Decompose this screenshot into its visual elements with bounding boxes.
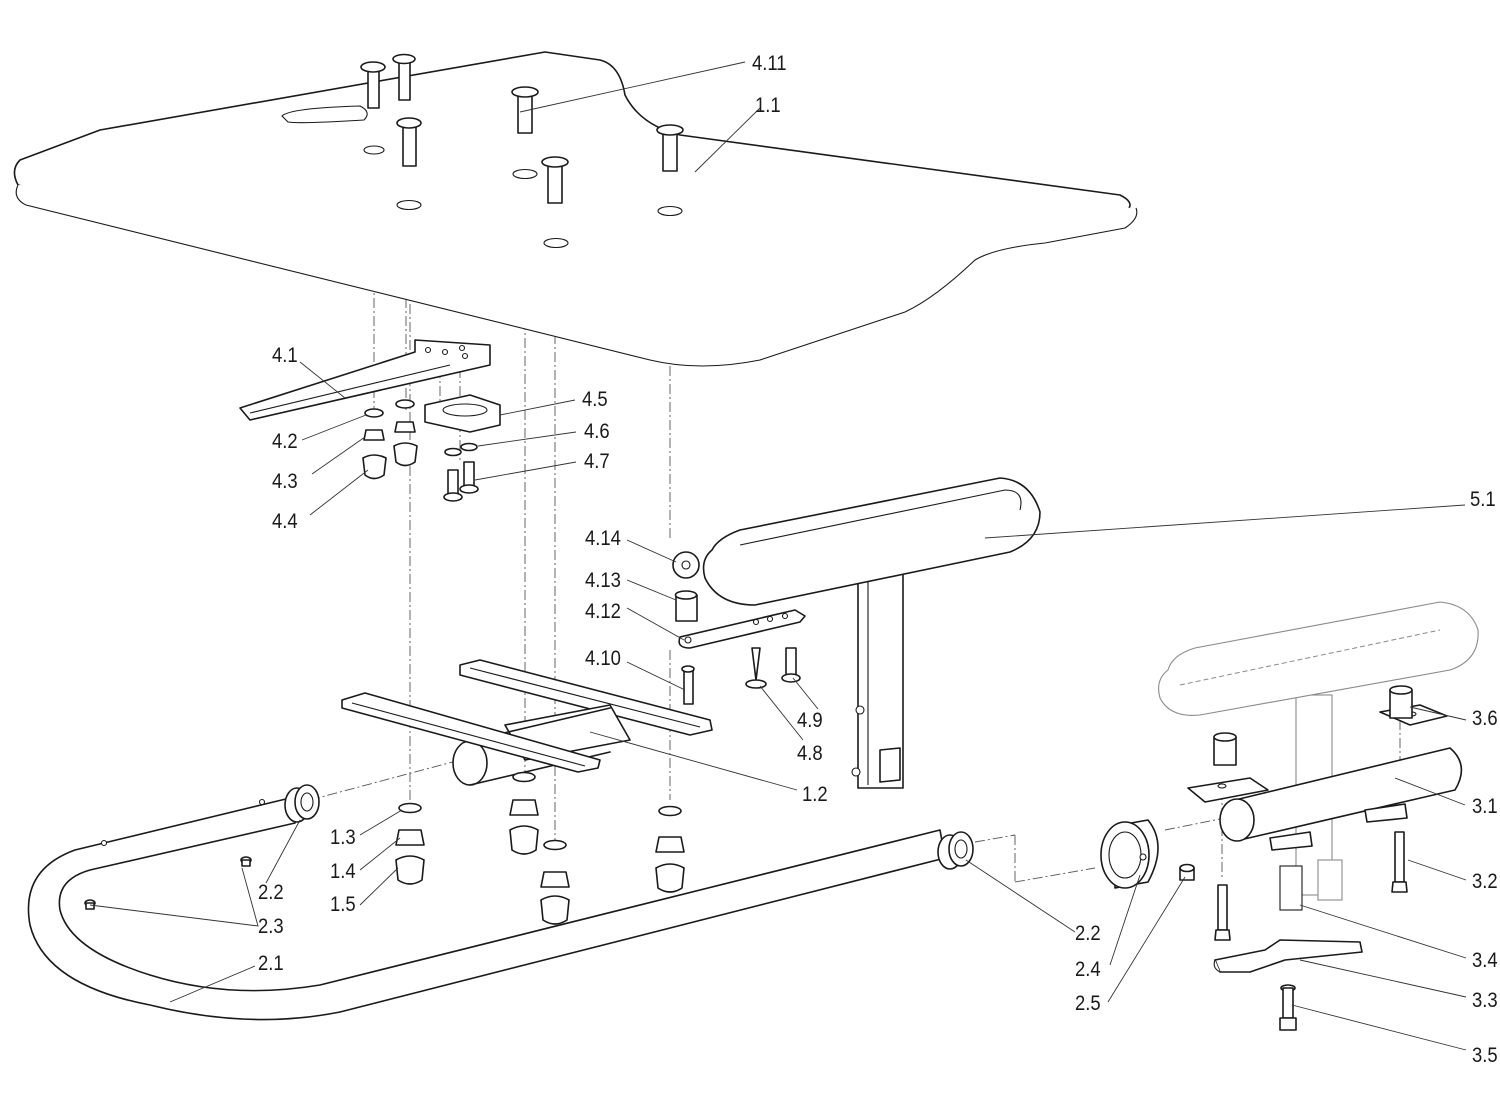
countersunk-screws-4-11 bbox=[360, 53, 684, 204]
callout-1-3: 1.3 bbox=[330, 826, 356, 849]
callout-4-4: 4.4 bbox=[272, 510, 298, 533]
callout-1-1: 1.1 bbox=[755, 94, 781, 117]
grub-screw-2-5 bbox=[1179, 863, 1195, 881]
callout-2-2-right: 2.2 bbox=[1075, 922, 1101, 945]
callout-4-11: 4.11 bbox=[752, 52, 787, 75]
lever-3-3 bbox=[1213, 939, 1363, 973]
callout-4-10: 4.10 bbox=[585, 647, 621, 670]
callout-4-2: 4.2 bbox=[272, 430, 298, 453]
spacers-3-6 bbox=[1213, 685, 1413, 766]
callout-1-5: 1.5 bbox=[330, 893, 356, 916]
screw-3-5 bbox=[1279, 984, 1297, 1031]
armrest-5-1 bbox=[702, 477, 1041, 789]
callout-3-2: 3.2 bbox=[1472, 870, 1498, 893]
screw bbox=[656, 124, 684, 172]
u-frame-tube-2-1 bbox=[27, 797, 946, 1021]
tube-end-plugs-2-2 bbox=[284, 784, 974, 870]
screws-4-6-4-7 bbox=[443, 442, 479, 502]
callout-4-8: 4.8 bbox=[797, 742, 823, 765]
tray-plate-1-1 bbox=[13, 51, 1138, 367]
callout-4-9: 4.9 bbox=[797, 709, 823, 732]
callout-2-3: 2.3 bbox=[258, 915, 284, 938]
fasteners-4-2-4-3-4-4 bbox=[362, 399, 418, 480]
callout-1-4: 1.4 bbox=[330, 860, 356, 883]
callout-4-14: 4.14 bbox=[585, 527, 621, 550]
bolt-3-2 bbox=[1214, 831, 1408, 941]
fastener-stacks-1-3-1-4-1-5 bbox=[395, 771, 685, 925]
screw bbox=[360, 61, 386, 109]
screw bbox=[511, 86, 539, 134]
callout-3-6: 3.6 bbox=[1472, 707, 1498, 730]
callout-1-2: 1.2 bbox=[802, 783, 828, 806]
callout-2-2-left: 2.2 bbox=[258, 881, 284, 904]
armrest-hardware-4-8-4-14 bbox=[672, 551, 806, 705]
callout-2-5: 2.5 bbox=[1075, 992, 1101, 1015]
callout-2-4: 2.4 bbox=[1075, 958, 1101, 981]
callout-3-1: 3.1 bbox=[1472, 795, 1498, 818]
callout-4-6: 4.6 bbox=[584, 420, 610, 443]
tube-clamp-1-2 bbox=[341, 659, 713, 786]
callout-3-4: 3.4 bbox=[1472, 949, 1498, 972]
callout-4-12: 4.12 bbox=[585, 600, 621, 623]
ring-collar-2-4 bbox=[1100, 819, 1159, 889]
callout-5-1: 5.1 bbox=[1470, 488, 1496, 511]
leader-lines bbox=[89, 61, 1467, 1051]
callout-4-3: 4.3 bbox=[272, 470, 298, 493]
callout-4-5: 4.5 bbox=[582, 388, 608, 411]
callout-4-1: 4.1 bbox=[272, 344, 298, 367]
slotted-block-4-5 bbox=[424, 394, 501, 433]
callout-labels: 4.11 1.1 4.1 4.5 4.2 4.6 4.3 4.7 4.4 5.1… bbox=[258, 52, 1498, 1067]
callout-3-3: 3.3 bbox=[1472, 989, 1498, 1012]
slotted-bracket-4-1 bbox=[239, 339, 491, 421]
callout-3-5: 3.5 bbox=[1472, 1044, 1498, 1067]
ghost-armrest bbox=[1158, 601, 1479, 901]
screw bbox=[396, 117, 422, 167]
screw bbox=[541, 156, 569, 204]
callout-4-13: 4.13 bbox=[585, 569, 621, 592]
callout-2-1: 2.1 bbox=[258, 952, 284, 975]
callout-4-7: 4.7 bbox=[584, 450, 610, 473]
mount-tube-3-1 bbox=[1187, 704, 1463, 851]
spring-3-4 bbox=[1279, 865, 1303, 911]
screw bbox=[392, 53, 416, 101]
